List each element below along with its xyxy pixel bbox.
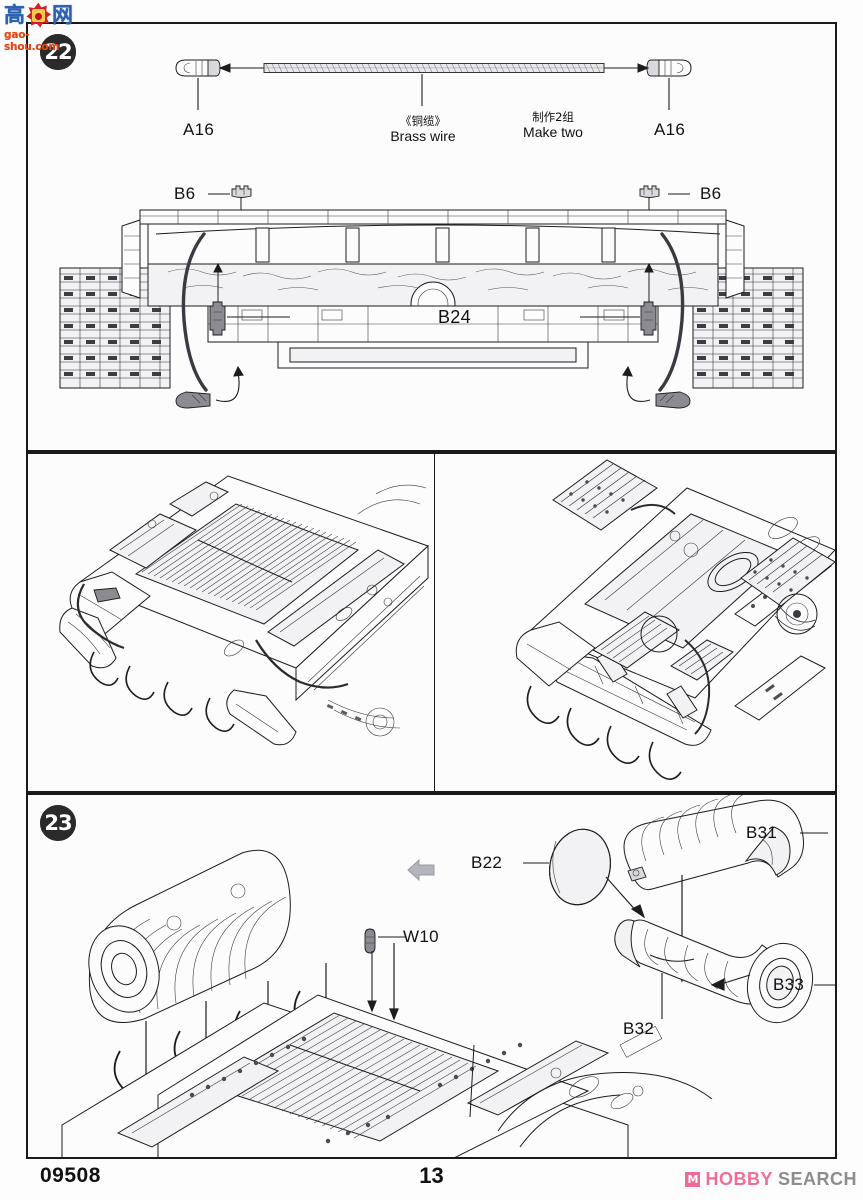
hull-deck-isometric [59,475,429,746]
label-a16-left: A16 [183,120,215,139]
routed-cable-left [181,232,208,392]
engine-deck-right-detail-view [515,459,835,780]
watermark-url: gao-shou.com [4,29,60,53]
step-23-badge: 23 [40,805,76,841]
label-b32: B32 [623,1019,655,1038]
part-b6-right-shape [639,185,660,198]
hobby-search-square-icon: M [685,1172,701,1187]
caption-make-two-cn: 制作2组 [532,110,574,124]
label-b31: B31 [746,823,778,842]
label-w10: W10 [403,927,439,946]
step-22-badge: 22 [40,34,76,70]
part-a16-left-shape [175,59,221,77]
part-b31-shape [623,795,804,891]
part-a16-right-shape [646,59,692,77]
part-b33-shape [746,942,814,1024]
w10-leader [367,936,406,1013]
red-star-emblem-icon [26,2,51,29]
kit-number: 09508 [40,1164,101,1187]
lower-hull-deck [61,994,713,1157]
plug-install-arrow-right [622,365,651,402]
step-23-panel: 23 [26,793,837,1159]
plug-install-arrow-left [215,365,244,402]
part-w10-shape [364,928,376,954]
track-run-left [552,459,658,531]
hull-rear-isometric [515,459,835,780]
watermark-char-gao: 高 [4,3,25,27]
caption-brass-wire-cn: 《铜缆》 [400,114,446,128]
tow-cable-drum-shape [88,849,291,1023]
gaoshou-watermark-logo: 高 网 gao-shou.com [4,2,78,53]
step-23-number: 23 [44,811,72,835]
label-b24: B24 [438,307,471,327]
watermark-symbols: 高 网 [4,2,78,29]
caption-brass-wire: 《铜缆》 Brass wire [353,114,493,145]
track-run-right [740,537,835,635]
brass-wire-assembly-diagram [175,59,692,110]
caption-make-two-en: Make two [523,124,583,140]
hobby-search-branding: M HOBBY SEARCH [685,1169,857,1190]
label-b22: B22 [471,853,503,872]
routed-cable-right [658,232,685,392]
page-number: 13 [419,1163,444,1188]
part-b6-left-shape [231,185,252,198]
hobby-search-name-primary: HOBBY [705,1169,773,1189]
cable-plug-left [175,391,211,409]
part-b22-shape [549,828,611,906]
detail-view-left-panel [26,452,435,793]
label-b6-right: B6 [700,184,722,203]
assembly-arrows [218,63,650,73]
page-footer: 09508 13 M HOBBY SEARCH [0,1160,863,1200]
rear-hull-plate [121,209,745,369]
hobby-search-name-secondary: SEARCH [777,1169,857,1189]
label-b33: B33 [773,975,805,994]
part-b32-shape [614,919,784,1005]
b24-connector-left [209,301,226,336]
label-a16-right: A16 [654,120,686,139]
step-22-panel: 22 [26,22,837,452]
caption-brass-wire-en: Brass wire [390,128,456,144]
gray-left-arrow-icon [407,858,435,882]
tank-rear-hull-diagram [59,185,804,409]
caption-make-two: 制作2组 Make two [483,110,623,141]
step-23-assembly-diagram [61,795,835,1157]
watermark-char-wang: 网 [52,3,73,27]
step-22-number: 22 [44,40,72,64]
brass-wire-shape [263,63,605,73]
engine-deck-left-detail-view [59,475,429,746]
b24-connector-right [640,301,657,336]
label-b6-left: B6 [174,184,196,203]
cable-plug-right [655,391,691,409]
detail-view-right-panel [434,452,837,793]
